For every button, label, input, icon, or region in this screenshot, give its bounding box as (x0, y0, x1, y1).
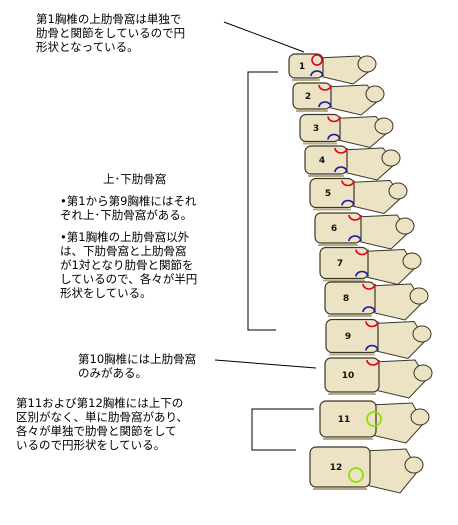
transverse-process-tip (410, 408, 430, 426)
vertebral-body (299, 113, 341, 143)
vertebral-body (309, 446, 371, 488)
vertebral-body (309, 177, 355, 209)
transverse-process-tip (381, 149, 401, 167)
transverse-process-tip (388, 182, 408, 200)
vertebral-body (324, 281, 376, 315)
annotation-line: しているので、各々が半円 (60, 272, 198, 286)
leader-first-vertebra (223, 21, 305, 53)
annotation-line: 第10胸椎には上肋骨窩 (78, 352, 197, 366)
upper-costal-facet (365, 321, 379, 328)
upper-costal-facet-round (311, 54, 323, 66)
annotation-eleventh-twelfth: 第11および第12胸椎には上下の 区別がなく、単に肋骨窩があり、 各々が単独で肋… (16, 396, 188, 452)
vertebra-number: 12 (330, 463, 343, 473)
vertebra-11 (319, 400, 430, 444)
vertebral-body (319, 400, 377, 438)
annotation-line: •第1から第9胸椎にはそれ (60, 194, 197, 208)
lower-costal-facet (355, 270, 369, 277)
vertebral-body (319, 246, 369, 280)
vertebral-body (292, 82, 332, 110)
annotation-line: •第1胸椎の上肋骨窩以外 (60, 230, 190, 244)
vertebra-5 (309, 177, 408, 215)
vertebra-6 (314, 212, 415, 250)
vertebral-body (325, 318, 379, 354)
upper-costal-facet (362, 283, 376, 290)
vertebra-number: 10 (342, 371, 355, 381)
vertebra-number: 3 (313, 124, 319, 134)
vertebra-8 (324, 281, 429, 321)
annotation-line: 形状となっている。 (36, 40, 139, 54)
annotation-line: は、下肋骨窩と上肋骨窩 (60, 244, 187, 258)
annotation-line: が1対となり肋骨と関節を (60, 258, 194, 272)
upper-costal-facet (366, 359, 380, 366)
bracket-facets (247, 71, 278, 331)
vertebral-body (314, 212, 362, 244)
annotation-line: 区別がなく、単に肋骨窩があり、 (16, 410, 189, 424)
bracket-eleventh-twelfth (251, 408, 314, 451)
vertebra-12 (309, 446, 424, 494)
annotation-line: のみがある。 (78, 366, 147, 380)
upper-costal-facet (348, 214, 362, 221)
lower-costal-facet (310, 70, 324, 77)
transverse-process-tip (365, 85, 385, 103)
annotation-tenth: 第10胸椎には上肋骨窩 のみがある。 (78, 352, 196, 380)
upper-costal-facet (334, 147, 348, 154)
lower-costal-facet (327, 133, 341, 140)
vertebra-number: 1 (299, 62, 305, 72)
vertebra-7 (319, 246, 422, 286)
transverse-process-tip (402, 252, 422, 270)
vertebra-number: 8 (343, 294, 349, 304)
vertebral-body (304, 145, 348, 175)
costal-facet-single (348, 467, 364, 483)
costal-facet-single (366, 411, 382, 427)
facets-point-1: •第1から第9胸椎にはそれ ぞれ上･下肋骨窩がある。 (60, 194, 196, 222)
vertebra-number: 9 (345, 332, 351, 342)
transverse-process-tip (357, 55, 377, 73)
annotation-first-vertebra: 第1胸椎の上肋骨窩は単独で 肋骨と関節をしているので円 形状となっている。 (36, 12, 185, 54)
transverse-process-tip (412, 325, 432, 343)
vertebra-number: 6 (331, 224, 337, 234)
annotation-line: 第1胸椎の上肋骨窩は単独で (36, 12, 182, 26)
vertebra-10 (324, 357, 433, 399)
upper-costal-facet (318, 84, 332, 91)
annotation-line: いるので円形状をしている。 (16, 438, 166, 452)
transverse-process-tip (413, 364, 433, 382)
vertebral-body (288, 53, 324, 79)
annotation-line: 肋骨と関節をしているので円 (36, 26, 186, 40)
lower-costal-facet (348, 235, 362, 242)
transverse-process-tip (409, 287, 429, 305)
upper-costal-facet (341, 180, 355, 187)
vertebra-number: 11 (338, 415, 351, 425)
upper-costal-facet (327, 116, 341, 123)
vertebrae-group (288, 53, 433, 494)
transverse-process-tip (395, 217, 415, 235)
vertebra-number: 5 (325, 189, 331, 199)
vertebra-number: 2 (305, 92, 311, 102)
annotation-line: 各々が単独で肋骨と関節をして (16, 424, 177, 438)
vertebra-number: 4 (319, 156, 325, 166)
transverse-process-tip (404, 456, 424, 474)
vertebra-4 (304, 145, 401, 181)
lower-costal-facet (318, 101, 332, 108)
vertebra-3 (299, 113, 394, 149)
upper-costal-facet (355, 249, 369, 256)
annotation-line: 形状をしている。 (60, 286, 152, 300)
facets-group (310, 54, 382, 483)
lower-costal-facet (365, 344, 379, 351)
transverse-process-tip (374, 117, 394, 135)
vertebra-9 (325, 318, 432, 360)
vertebra-number: 7 (337, 259, 343, 269)
lower-costal-facet (362, 306, 376, 313)
lower-costal-facet (341, 199, 355, 206)
facets-point-2: •第1胸椎の上肋骨窩以外 は、下肋骨窩と上肋骨窩 が1対となり肋骨と関節を して… (60, 230, 197, 300)
lower-costal-facet (334, 166, 348, 173)
facets-heading: 上･下肋骨窩 (103, 172, 167, 186)
leader-tenth (214, 359, 317, 369)
leader-lines (214, 21, 317, 451)
annotation-line: 第11および第12胸椎には上下の (16, 396, 184, 410)
vertebral-body (324, 357, 380, 393)
annotation-line: ぞれ上･下肋骨窩がある。 (60, 208, 193, 222)
